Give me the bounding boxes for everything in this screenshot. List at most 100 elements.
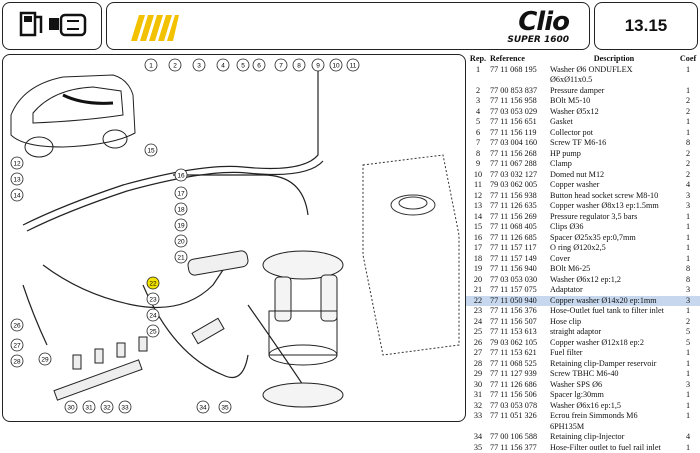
rep-cell: 24 — [466, 317, 490, 328]
callout-label: 15 — [147, 148, 155, 155]
ref-cell: 77 11 126 686 — [490, 380, 550, 391]
ref-cell: 77 00 106 588 — [490, 432, 550, 443]
desc-cell: Washer SPS Ø6 — [550, 380, 678, 391]
coef-cell: 2 — [678, 96, 698, 107]
desc-cell: Cover — [550, 254, 678, 265]
rep-cell: 15 — [466, 222, 490, 233]
desc-cell: Pressure damper — [550, 86, 678, 97]
ref-cell — [490, 75, 550, 86]
ref-cell: 77 11 157 149 — [490, 254, 550, 265]
desc-cell: BOlt M5-10 — [550, 96, 678, 107]
table-row[interactable]: Ø6xØ11x0.5 — [466, 75, 700, 86]
callout-label: 12 — [13, 161, 21, 168]
callout-label: 24 — [149, 313, 157, 320]
desc-cell: Fuel filter — [550, 348, 678, 359]
ref-cell: 77 11 157 075 — [490, 285, 550, 296]
coef-cell: 1 — [678, 222, 698, 233]
ref-cell — [490, 422, 550, 433]
callout-label: 11 — [350, 63, 357, 70]
ref-cell: 77 11 156 940 — [490, 264, 550, 275]
rep-cell: 22 — [466, 296, 490, 307]
coef-cell: 2 — [678, 159, 698, 170]
rep-cell: 20 — [466, 275, 490, 286]
callout-label: 6 — [257, 63, 261, 70]
table-row[interactable]: 6PH135M — [466, 422, 700, 433]
ref-cell: 77 11 126 635 — [490, 201, 550, 212]
callout-label: 16 — [177, 173, 185, 180]
coef-cell: 1 — [678, 443, 698, 453]
rep-cell: 30 — [466, 380, 490, 391]
callout-label: 3 — [197, 63, 201, 70]
ref-cell: 77 11 068 405 — [490, 222, 550, 233]
desc-cell: Domed nut M12 — [550, 170, 678, 181]
injector-rail — [54, 337, 147, 400]
fuel-pump-icon — [3, 3, 101, 49]
desc-cell: BOlt M6-25 — [550, 264, 678, 275]
rep-cell: 32 — [466, 401, 490, 412]
coef-cell: 1 — [678, 86, 698, 97]
rep-cell: 16 — [466, 233, 490, 244]
brand-main: Clio — [507, 9, 569, 35]
rep-cell: 1 — [466, 65, 490, 76]
callout-label: 8 — [297, 63, 301, 70]
callout-label: 23 — [149, 297, 157, 304]
callout-label: 7 — [279, 63, 283, 70]
ref-cell: 77 11 051 326 — [490, 411, 550, 422]
coef-cell: 1 — [678, 117, 698, 128]
ref-cell: 77 11 156 507 — [490, 317, 550, 328]
callout-label: 4 — [221, 63, 225, 70]
desc-cell: 6PH135M — [550, 422, 678, 433]
ref-cell: 77 11 068 195 — [490, 65, 550, 76]
ref-cell: 77 11 156 376 — [490, 306, 550, 317]
desc-cell: Hose clip — [550, 317, 678, 328]
callout-label: 32 — [103, 405, 111, 412]
desc-cell: Hose-Filter outlet to fuel rail inlet — [550, 443, 678, 453]
coef-cell: 3 — [678, 296, 698, 307]
rep-cell: 10 — [466, 170, 490, 181]
ref-cell: 77 03 053 029 — [490, 107, 550, 118]
coef-cell: 1 — [678, 348, 698, 359]
ref-cell: 77 11 156 651 — [490, 117, 550, 128]
coef-cell: 1 — [678, 212, 698, 223]
logo-box — [2, 2, 102, 50]
callout-label: 13 — [13, 177, 21, 184]
coef-cell: 1 — [678, 359, 698, 370]
